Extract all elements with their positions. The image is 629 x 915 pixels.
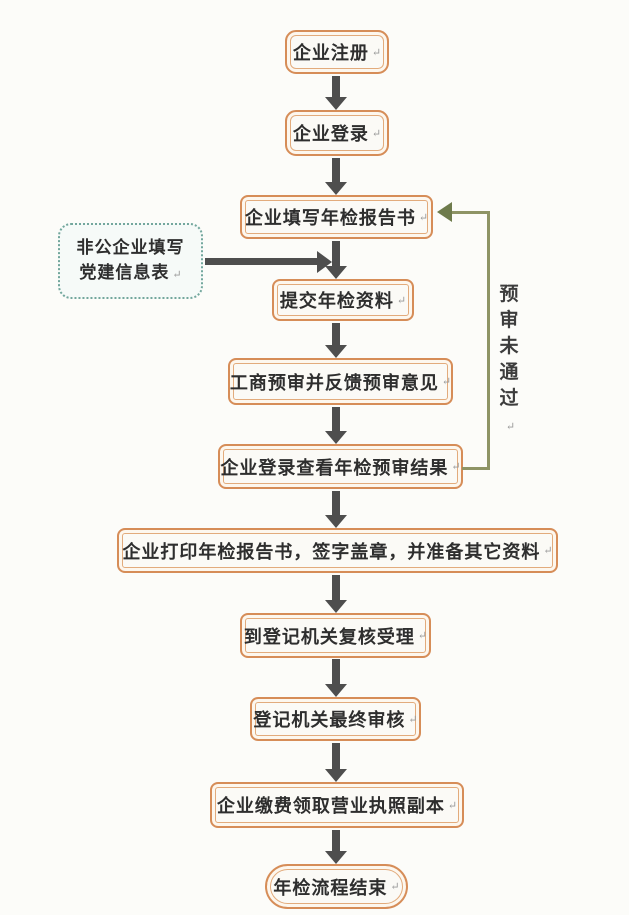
flow-node-submit-materials: 提交年检资料↵ bbox=[272, 279, 414, 321]
return-mark-icon: ↵ bbox=[418, 211, 429, 224]
return-mark-icon: ↵ bbox=[371, 46, 382, 59]
flow-node-fill-annual-report: 企业填写年检报告书↵ bbox=[240, 195, 433, 239]
return-mark-icon: ↵ bbox=[451, 461, 461, 473]
return-mark-icon: ↵ bbox=[417, 630, 428, 642]
flow-node-label: 登记机关最终审核 bbox=[253, 710, 406, 730]
loop-arrowhead-left-icon bbox=[437, 202, 452, 222]
flow-node-label: 企业登录查看年检预审结果 bbox=[220, 457, 449, 478]
flow-node-pre-review-feedback: 工商预审并反馈预审意见↵ bbox=[228, 358, 453, 405]
side-note-line2-text: 党建信息表 bbox=[79, 263, 170, 282]
loop-line-top bbox=[452, 211, 490, 214]
flow-node-label: 工商预审并反馈预审意见 bbox=[229, 372, 439, 393]
side-note-line1: 非公企业填写 bbox=[76, 238, 185, 258]
flow-node-label: 年检流程结束 bbox=[273, 877, 388, 898]
side-note-line2: 党建信息表↵ bbox=[79, 261, 181, 286]
arrow-down-icon bbox=[332, 323, 340, 345]
return-mark-icon: ↵ bbox=[408, 713, 418, 726]
flow-node-label: 企业登录 bbox=[292, 124, 369, 144]
flow-node-registry-final-review: 登记机关最终审核↵ bbox=[250, 697, 421, 741]
loop-line-bottom bbox=[462, 467, 490, 470]
loop-line-vertical bbox=[487, 211, 490, 470]
arrow-down-icon bbox=[332, 659, 340, 684]
flow-node-label: 企业注册 bbox=[292, 43, 369, 63]
arrow-down-icon bbox=[332, 743, 340, 769]
flow-node-register: 企业注册↵ bbox=[285, 30, 389, 74]
flow-node-end: 年检流程结束↵ bbox=[265, 864, 408, 909]
arrow-down-icon bbox=[332, 158, 340, 182]
flow-node-label: 企业填写年检报告书 bbox=[244, 208, 416, 228]
flow-node-registry-recheck: 到登记机关复核受理↵ bbox=[240, 613, 431, 658]
arrow-down-icon bbox=[332, 241, 340, 266]
flow-node-label: 企业缴费领取营业执照副本 bbox=[216, 796, 445, 816]
flow-node-login: 企业登录↵ bbox=[285, 110, 389, 156]
flow-node-print-sign-prepare: 企业打印年检报告书，签字盖章，并准备其它资料↵ bbox=[117, 528, 558, 573]
return-mark-icon: ↵ bbox=[447, 799, 458, 812]
return-mark-icon: ↵ bbox=[441, 376, 452, 388]
arrow-down-icon bbox=[332, 830, 340, 851]
arrow-down-icon bbox=[332, 407, 340, 431]
loop-label-vertical: 预审未通过 ↵ bbox=[497, 282, 521, 440]
return-mark-icon: ↵ bbox=[371, 127, 382, 140]
return-mark-icon: ↵ bbox=[390, 881, 400, 893]
arrow-down-icon bbox=[332, 76, 340, 97]
flow-node-view-pre-review-result: 企业登录查看年检预审结果↵ bbox=[218, 444, 463, 489]
arrow-down-icon bbox=[332, 491, 340, 515]
arrow-down-icon bbox=[332, 575, 340, 600]
return-mark-icon: ↵ bbox=[396, 294, 407, 307]
arrow-right-icon bbox=[205, 258, 317, 265]
side-note-party-info: 非公企业填写 党建信息表↵ bbox=[58, 223, 203, 299]
loop-label-text: 预审未通过 bbox=[499, 284, 519, 409]
return-mark-icon: ↵ bbox=[172, 269, 182, 281]
flow-node-label: 到登记机关复核受理 bbox=[243, 626, 415, 647]
flow-node-label: 提交年检资料 bbox=[279, 291, 394, 311]
flow-node-label: 企业打印年检报告书，签字盖章，并准备其它资料 bbox=[122, 541, 541, 562]
return-mark-icon: ↵ bbox=[505, 421, 516, 433]
flow-node-pay-get-license-copy: 企业缴费领取营业执照副本↵ bbox=[210, 782, 464, 828]
return-mark-icon: ↵ bbox=[543, 545, 553, 557]
